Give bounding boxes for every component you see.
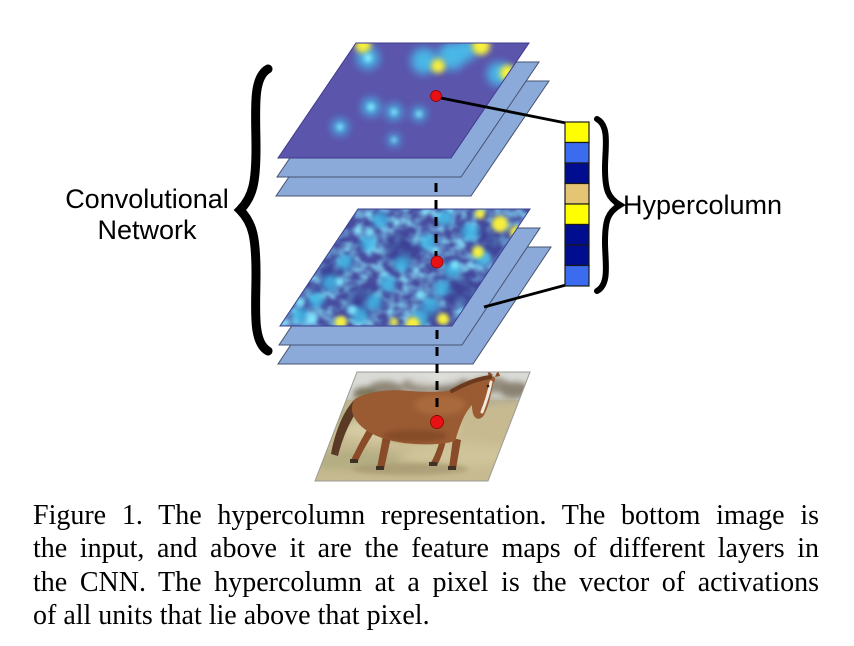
hypercolumn-bar bbox=[564, 121, 590, 287]
figure-caption: Figure 1. The hypercolumn representation… bbox=[33, 499, 819, 633]
feature-map-middle bbox=[279, 208, 531, 327]
hypercolumn-figure: Convolutional Network Hypercolumn bbox=[65, 42, 782, 482]
convnet-label-line2: Network bbox=[97, 215, 197, 245]
caption-line: the input, and above it are the feature … bbox=[33, 533, 819, 565]
hypercolumn-cell bbox=[564, 121, 590, 144]
pixel-marker bbox=[430, 255, 444, 269]
pixel-marker bbox=[430, 90, 442, 102]
hypercolumn-label: Hypercolumn bbox=[623, 190, 782, 220]
caption-line: of all units that lie above that pixel. bbox=[33, 600, 430, 632]
conv-layer-stack-top bbox=[275, 42, 550, 197]
heatmap-blob-cores bbox=[337, 54, 422, 143]
pixel-marker bbox=[430, 415, 444, 429]
feature-map-top bbox=[277, 42, 530, 159]
hypercolumn-cell bbox=[564, 223, 590, 246]
horse-ear bbox=[495, 372, 500, 377]
conv-layer-stack-middle bbox=[277, 208, 552, 365]
convnet-label-line1: Convolutional bbox=[65, 184, 229, 214]
convnet-label: Convolutional Network bbox=[65, 184, 229, 245]
heatmap-blobs-cyan bbox=[332, 43, 511, 146]
hypercolumn-cell bbox=[564, 182, 590, 205]
horse-leg bbox=[430, 440, 446, 466]
caption-line: Figure 1. The hypercolumn representation… bbox=[33, 500, 819, 531]
hypercolumn-cell bbox=[564, 141, 590, 164]
hypercolumn-cell bbox=[564, 244, 590, 267]
caption-line: the CNN. The hypercolumn at a pixel is t… bbox=[33, 566, 819, 598]
left-brace bbox=[233, 64, 273, 356]
input-image bbox=[314, 371, 531, 482]
hypercolumn-cell bbox=[564, 203, 590, 226]
hypercolumn-cell bbox=[564, 264, 590, 287]
connector-top-to-bar bbox=[440, 96, 567, 125]
connector-middle-to-bar bbox=[483, 283, 567, 309]
horse-blaze bbox=[480, 380, 493, 414]
horse-leg bbox=[449, 438, 461, 469]
right-brace bbox=[594, 116, 626, 294]
horse-leg bbox=[351, 428, 375, 463]
heatmap-streaks-cyan bbox=[292, 210, 490, 326]
horse-mane bbox=[450, 375, 492, 393]
hypercolumn-cell bbox=[564, 162, 590, 185]
horse bbox=[331, 372, 500, 475]
